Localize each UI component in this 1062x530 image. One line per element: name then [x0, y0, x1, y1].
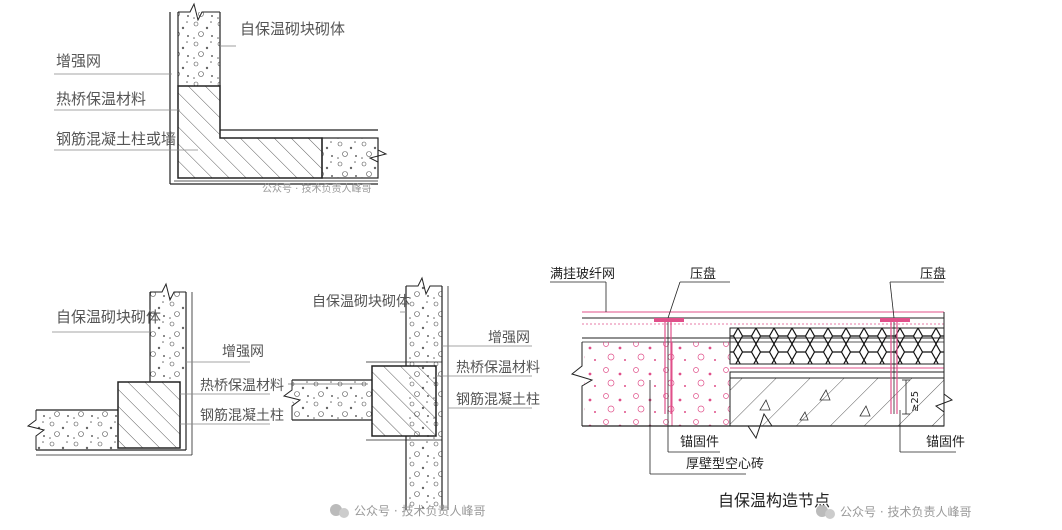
block-wall-horizontal	[321, 137, 379, 179]
diagram3: 自保温砌块砌体 增强网 热桥保温材料 钢筋混凝土柱 公众号 · 技术负责人峰哥	[282, 276, 540, 518]
label-press-plate-right: 压盘	[920, 266, 946, 282]
diagram4: ≥25 满挂玻纤网 压盘 压盘 锚固件 厚壁型空心砖 锚固件 自保温构造节点 公…	[550, 266, 971, 519]
label-mesh: 增强网	[56, 52, 101, 70]
label-mesh: 增强网	[222, 344, 264, 360]
concrete-hatched	[729, 377, 945, 427]
label-thermal-bridge: 热桥保温材料	[456, 360, 540, 376]
label-block-wall: 自保温砌块砌体	[56, 308, 161, 326]
label-press-plate-left: 压盘	[690, 266, 716, 282]
label-hollow-brick: 厚壁型空心砖	[686, 457, 764, 472]
block-wall-vertical	[150, 292, 186, 382]
label-thermal-bridge: 热桥保温材料	[56, 90, 146, 108]
anchor-right	[880, 318, 910, 414]
label-mesh: 增强网	[488, 330, 530, 346]
label-block-wall: 自保温砌块砌体	[240, 20, 345, 38]
anchor-left	[654, 318, 684, 414]
watermark: 公众号 · 技术负责人峰哥	[262, 182, 372, 195]
column-hatched	[371, 365, 437, 437]
label-anchor-right: 锚固件	[926, 435, 965, 450]
diagram-title: 自保温构造节点	[718, 491, 830, 510]
watermark: 公众号 · 技术负责人峰哥	[840, 505, 971, 519]
block-wall-horizontal	[292, 380, 372, 420]
column-hatched	[117, 381, 181, 449]
diagram2: 自保温砌块砌体 增强网 热桥保温材料 钢筋混凝土柱	[26, 282, 284, 456]
hollow-brick	[584, 342, 730, 426]
label-full-mesh: 满挂玻纤网	[550, 267, 615, 282]
wechat-icon	[330, 504, 349, 518]
diagram1: 自保温砌块砌体 增强网 热桥保温材料 钢筋混凝土柱或墙 公众号 · 技术负责人峰…	[54, 2, 388, 195]
label-anchor-left: 锚固件	[680, 435, 719, 450]
label-column: 钢筋混凝土柱或墙	[56, 130, 176, 148]
wechat-icon	[816, 505, 835, 519]
dimension-label: ≥25	[910, 391, 921, 412]
block-wall-horizontal	[36, 410, 118, 450]
label-column: 钢筋混凝土柱	[456, 391, 540, 408]
watermark: 公众号 · 技术负责人峰哥	[354, 504, 485, 518]
insulation-honeycomb	[729, 327, 945, 365]
label-column: 钢筋混凝土柱	[200, 407, 284, 424]
block-wall-vertical	[178, 12, 220, 86]
column-hatched	[177, 85, 323, 179]
label-thermal-bridge: 热桥保温材料	[200, 378, 284, 394]
label-block-wall: 自保温砌块砌体	[312, 294, 410, 310]
